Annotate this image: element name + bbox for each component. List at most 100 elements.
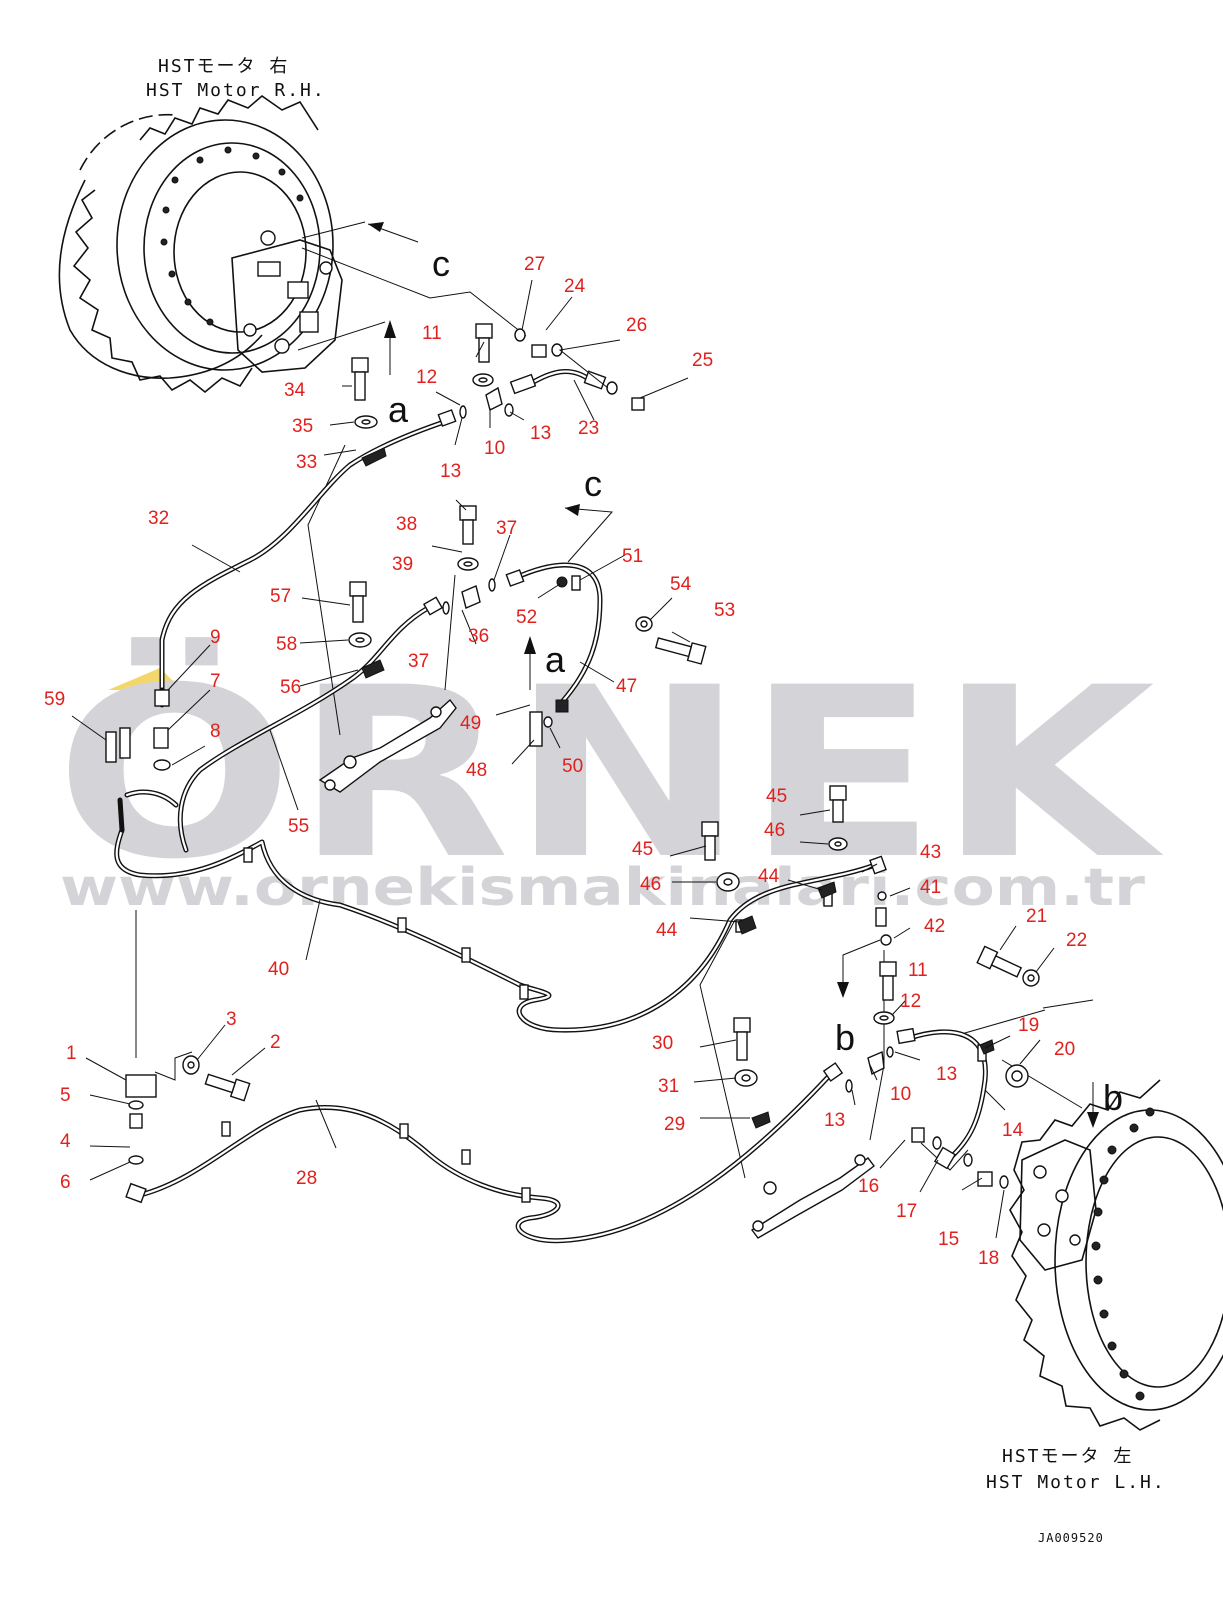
bolt-21 [976,945,1023,978]
part-number: 3 [226,1009,237,1030]
part-number: 37 [408,651,429,672]
part-number: 9 [210,627,221,648]
part-number: 46 [640,874,661,895]
part-number: 2 [270,1032,281,1053]
part-number: 50 [562,756,583,777]
view-letter-a-mid: a [545,639,566,680]
bolt-57 [349,581,367,623]
part-number: 19 [1018,1015,1039,1036]
part-number: 32 [148,508,169,529]
watermark: ÖRNEK www.ornekismakinalari.com.tr [55,636,1164,918]
part-number: 56 [280,677,301,698]
part-number: 37 [496,518,517,539]
part-number: 41 [920,877,941,898]
part-number: 25 [692,350,713,371]
part-number: 46 [764,820,785,841]
reference-lines [135,221,1099,1179]
part-number: 28 [296,1168,317,1189]
part-number: 33 [296,452,317,473]
view-letter-b-left: b [835,1017,855,1058]
part-number: 55 [288,816,309,837]
part-number: 23 [578,418,599,439]
bolt-53 [654,637,707,665]
part-number: 16 [858,1176,879,1197]
part-number: 52 [516,607,537,628]
part-number: 40 [268,959,289,980]
drawing-code: JA009520 [1038,1531,1104,1545]
part-number: 12 [900,991,921,1012]
part-number: 5 [60,1085,71,1106]
part-number: 6 [60,1172,71,1193]
part-number: 59 [44,689,65,710]
fittings [105,323,1040,1204]
bolt-45-b [829,785,847,823]
part-number: 27 [524,254,545,275]
part-number: 34 [284,380,306,401]
part-number: 43 [920,842,941,863]
part-number: 29 [664,1114,685,1135]
bolt-2 [204,1073,251,1102]
part-number: 26 [626,315,647,336]
bolt-ring-left [1091,1107,1155,1401]
part-number: 38 [396,514,417,535]
watermark-brand: ÖRNEK [55,636,1164,911]
part-number: 35 [292,416,313,437]
part-number: 17 [896,1201,917,1222]
part-number: 53 [714,600,735,621]
hst-motor-right [58,94,343,394]
bolt-30 [733,1017,751,1061]
part-number: 13 [936,1064,957,1085]
bolt-ring [160,146,304,326]
bolt-11-top [475,323,493,363]
motor-left-en-label: HST Motor L.H. [986,1472,1166,1493]
view-letter-c-top: c [432,243,450,284]
part-number: 44 [758,866,780,887]
view-letter-b-right: b [1103,1077,1123,1118]
part-number: 21 [1026,906,1047,927]
part-number: 13 [530,423,551,444]
part-number: 10 [890,1084,911,1105]
part-number: 7 [210,671,221,692]
hst-motor-left [1009,1079,1223,1431]
part-number: 49 [460,713,481,734]
part-number: 15 [938,1229,959,1250]
part-number: 57 [270,586,291,607]
part-number: 10 [484,438,505,459]
part-number: 14 [1002,1120,1024,1141]
bolt-38 [459,505,477,545]
part-number: 45 [632,839,653,860]
part-number: 58 [276,634,297,655]
part-number: 30 [652,1033,673,1054]
part-number: 13 [824,1110,845,1131]
view-letter-a-top: a [388,389,409,430]
part-numbers: 1 2 3 4 5 6 7 8 9 10 11 12 13 13 14 15 1… [44,254,1087,1269]
part-number: 8 [210,721,221,742]
part-number: 24 [564,276,586,297]
bolt-34 [351,357,369,401]
part-number: 20 [1054,1039,1075,1060]
part-number: 44 [656,920,678,941]
part-number: 12 [416,367,437,388]
watermark-url: www.ornekismakinalari.com.tr [60,858,1145,918]
part-number: 54 [670,574,692,595]
part-number: 11 [422,323,442,344]
part-number: 1 [66,1043,77,1064]
part-number: 36 [468,626,489,647]
part-number: 42 [924,916,945,937]
part-number: 45 [766,786,787,807]
part-number: 31 [658,1076,679,1097]
motor-left-jp-label: HSTモータ 左 [1002,1446,1133,1467]
part-number: 22 [1066,930,1087,951]
hose-23 [527,369,593,387]
part-number: 18 [978,1248,999,1269]
motor-right-jp-label: HSTモータ 右 [158,56,289,77]
part-number: 48 [466,760,487,781]
part-number: 4 [60,1131,71,1152]
part-number: 51 [622,546,643,567]
bolt-45-a [701,821,719,861]
part-number: 13 [440,461,461,482]
bolt-11-bottom [879,961,897,1001]
part-leaders [71,279,1055,1239]
motor-right-en-label: HST Motor R.H. [146,80,326,101]
